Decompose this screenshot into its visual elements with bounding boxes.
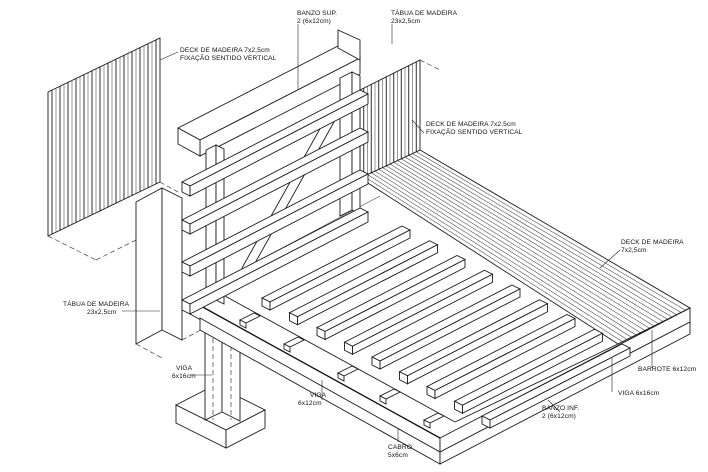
cabro-block-side	[423, 419, 431, 429]
deck-board-line	[404, 156, 673, 318]
deck-board-line	[374, 170, 637, 336]
banzo-inf-label-2: 2 (6x12cm)	[542, 413, 576, 420]
deck-board-line	[401, 158, 668, 320]
deck-board-line	[412, 153, 682, 313]
deck-platform	[189, 149, 691, 465]
deck-board-line	[416, 151, 686, 311]
leader-lines	[122, 24, 653, 442]
banzo-sup-label-1: BANZO SUP.	[297, 10, 337, 17]
cabro-block-side	[337, 372, 345, 382]
viga-bottom-label-2: 6x12cm	[298, 400, 322, 407]
deck-board-line	[371, 172, 632, 338]
deck-mid-label-2: FIXAÇÃO SENTIDO VERTICAL	[426, 127, 523, 136]
deck-board-line	[382, 167, 646, 331]
deck-board-line	[378, 169, 641, 333]
joist-side	[269, 229, 411, 311]
deck-left-label-2: FIXAÇÃO SENTIDO VERTICAL	[180, 53, 277, 62]
joist-side	[352, 273, 493, 355]
deck-board-line	[367, 174, 628, 340]
joist-side	[324, 258, 466, 341]
deck-mid-label-1: DECK DE MADEIRA 7x2,5cm	[426, 121, 516, 128]
deck-board-line	[386, 165, 650, 329]
horizontal-rails	[181, 89, 369, 315]
rail-side	[189, 211, 369, 315]
rail-side	[189, 173, 369, 277]
deck-right-label-1: DECK DE MADEIRA	[621, 239, 684, 246]
deck-board-line	[397, 160, 664, 322]
joist-side	[297, 244, 438, 326]
tabua-left-label-2: 23x2,5cm	[87, 309, 117, 316]
barrote-label: BARROTE 6x12cm	[638, 366, 697, 373]
deck-board-lines	[363, 151, 686, 342]
deck-board-line	[363, 176, 623, 342]
viga-left-label-2: 6x16cm	[172, 373, 196, 380]
joist-side	[489, 347, 631, 429]
joists	[261, 225, 631, 429]
joist-side	[462, 332, 603, 414]
rail-side	[189, 93, 369, 197]
cabro-block-side	[239, 319, 247, 329]
cabro-label-2: 5x6cm	[388, 452, 408, 459]
back-wall-panel	[359, 59, 441, 179]
cabro-block-side	[283, 343, 291, 353]
joist-side	[434, 317, 576, 400]
deck-board-line	[389, 163, 655, 327]
deck-right-label-2: 7x2,5cm	[621, 247, 647, 254]
cabro-block-side	[379, 395, 387, 405]
tabua-top-label-1: TÁBUA DE MADEIRA	[391, 8, 458, 17]
cabros	[238, 312, 446, 429]
banzo-sup-label-2: 2 (6x12cm)	[297, 18, 331, 25]
rail-side	[189, 131, 369, 235]
cabro-label-1: CABRO	[388, 444, 412, 451]
viga-right-label: VIGA 6x16cm	[618, 390, 660, 397]
deck-board-line	[408, 155, 677, 315]
tabua-top-label-2: 23x2,5cm	[391, 18, 421, 25]
viga-left-label-1: VIGA	[176, 365, 193, 372]
deck-left-label-1: DECK DE MADEIRA 7x2,5cm	[180, 47, 270, 54]
tabua-left-label-1: TÁBUA DE MADEIRA	[63, 299, 130, 308]
left-wall-battens	[51, 39, 157, 235]
labels: BANZO SUP. 2 (6x12cm) TÁBUA DE MADEIRA 2…	[63, 8, 697, 459]
joist-side	[379, 288, 521, 370]
joist-side	[407, 303, 548, 385]
truss-frame	[177, 29, 369, 315]
left-wall-panel	[47, 37, 179, 261]
viga-bottom-label-1: VIGA	[310, 392, 327, 399]
deck-board-line	[393, 162, 659, 324]
banzo-inf-label-1: BANZO INF.	[542, 405, 579, 412]
